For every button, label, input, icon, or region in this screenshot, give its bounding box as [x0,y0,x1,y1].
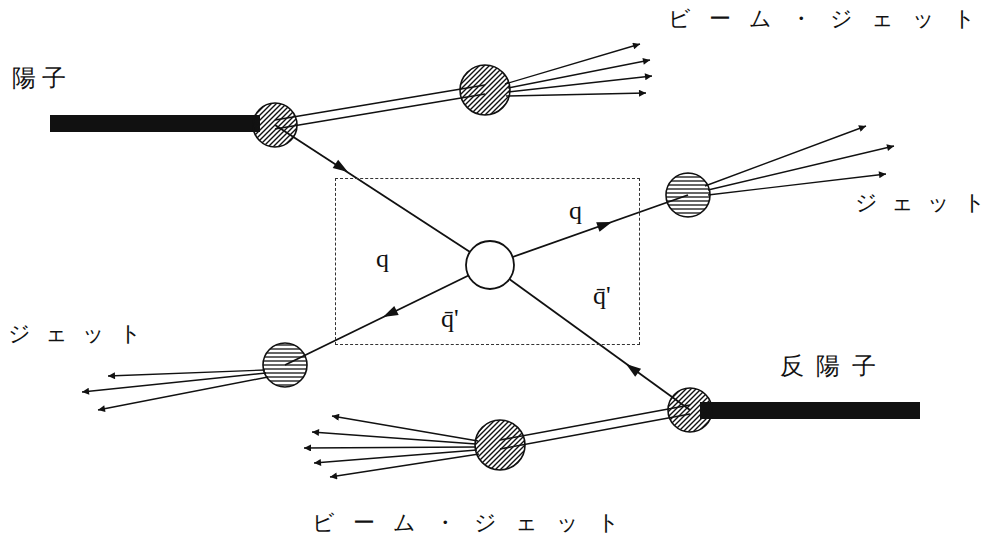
parton-lines [275,125,690,410]
spectator-lines [275,85,690,449]
hadron-blobs [253,65,712,470]
jet-label: ジェット [8,321,156,347]
parton-label: q [376,245,389,274]
hadron-arrows [82,44,894,477]
parton-arrowheads [333,160,641,377]
antiproton-label: 反陽子 [780,352,888,381]
proton-beam [50,115,260,132]
beam-jet-label: ビーム・ジェット [668,6,994,32]
antiproton-beam [700,402,920,419]
parton-label: q̄' [593,282,611,311]
proton-label: 陽子 [12,64,72,93]
jet-label: ジェット [855,190,999,216]
parton-label: q [569,197,582,226]
hard-process-box: q q q̄' q̄' [335,178,640,345]
hard-scattering-vertex [466,241,514,289]
parton-label: q̄' [441,305,459,334]
beam-jet-label: ビーム・ジェット [312,510,638,536]
